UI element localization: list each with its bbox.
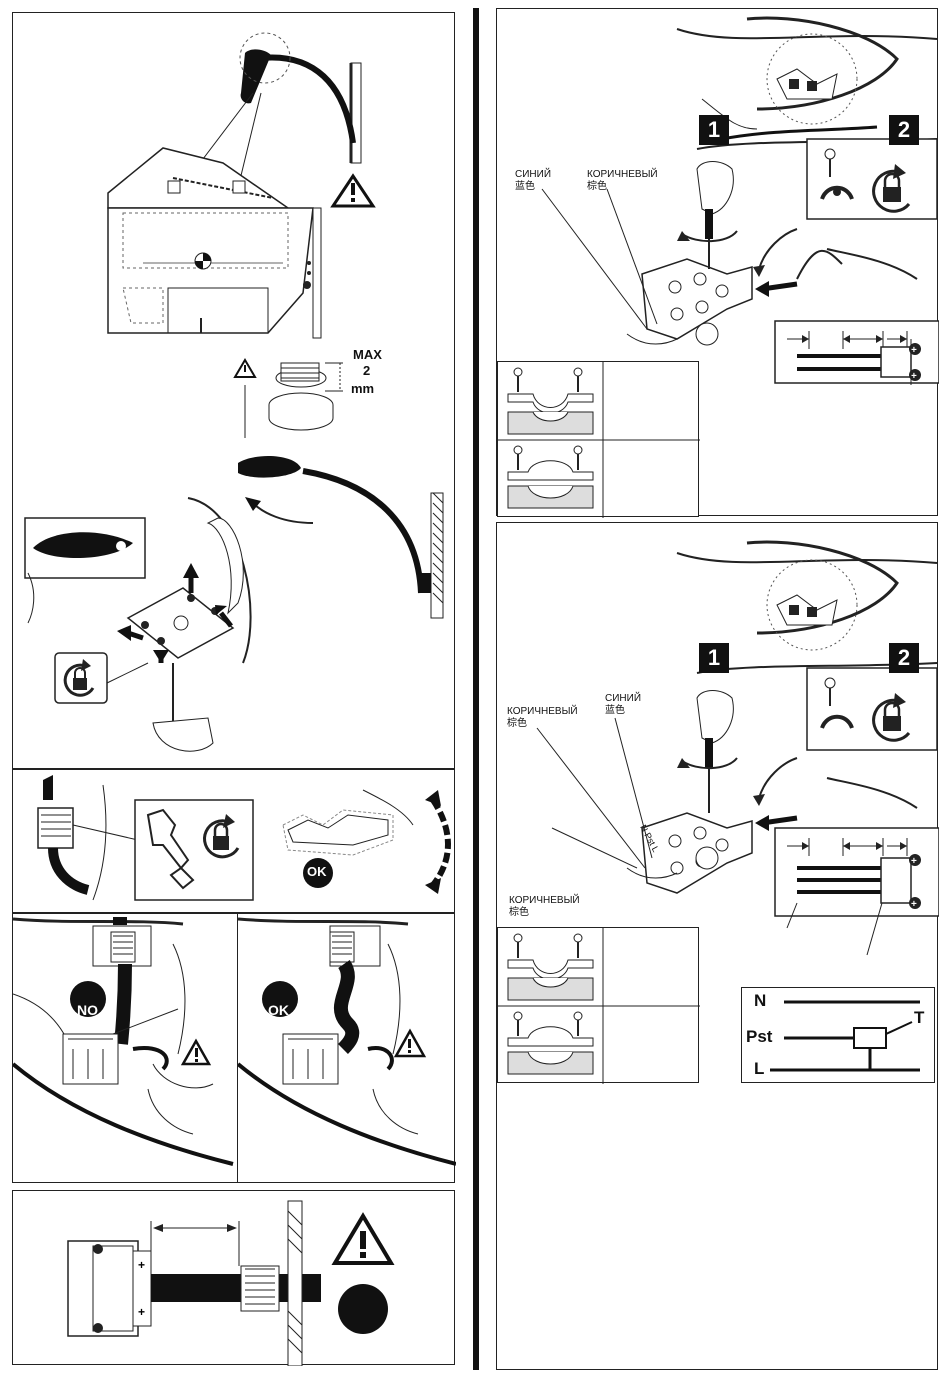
blue-label-cn: 蓝色 bbox=[515, 181, 535, 192]
lock-rotate-icon bbox=[55, 653, 107, 703]
brown-label-2-ru: КОРИЧНЕВЫЙ bbox=[509, 895, 580, 906]
clamp-table-top bbox=[497, 361, 699, 517]
ok-badge-text-2: OK bbox=[268, 1005, 289, 1016]
warning-triangle-icon bbox=[235, 360, 255, 377]
cable-strip-illustration: + + bbox=[13, 1191, 456, 1366]
panel-ok: OK bbox=[237, 913, 455, 1183]
panel-cable-gland: OK bbox=[12, 769, 455, 913]
svg-text:+: + bbox=[911, 345, 917, 356]
max-value: 2 bbox=[363, 365, 370, 376]
circuit-l: L bbox=[754, 1059, 764, 1079]
ok-badge-text: OK bbox=[307, 866, 327, 877]
max-label: MAX bbox=[353, 349, 382, 360]
no-cable-routing-illustration bbox=[13, 914, 239, 1184]
cable-gland-illustration bbox=[13, 770, 456, 914]
blue-label-ru: СИНИЙ bbox=[515, 169, 551, 180]
warning-triangle-icon bbox=[335, 1216, 391, 1263]
brown-label-ru: КОРИЧНЕВЫЙ bbox=[587, 169, 658, 180]
clamp-table-bottom bbox=[497, 927, 699, 1083]
clamp-diagrams-2 bbox=[498, 928, 700, 1084]
clamp-diagrams bbox=[498, 362, 700, 518]
svg-text:+: + bbox=[138, 1305, 145, 1319]
svg-text:+: + bbox=[138, 1258, 145, 1272]
panel-no: NO bbox=[12, 913, 238, 1183]
ok-cable-routing-illustration bbox=[238, 914, 456, 1184]
warning-triangle-icon bbox=[183, 1041, 209, 1064]
panel-cable-strip: + + bbox=[12, 1190, 455, 1365]
brown-label-2-cn: 棕色 bbox=[509, 907, 529, 918]
brown-label-ru: КОРИЧНЕВЫЙ bbox=[507, 706, 578, 717]
brown-label-cn: 棕色 bbox=[507, 718, 527, 729]
panel-wiring-bottom: + + 1 2 КОРИЧНЕВЫЙ 棕色 СИНИЙ 蓝色 КОРИЧНЕВЫ… bbox=[496, 522, 938, 1370]
panel-wiring-top: + + 1 2 СИНИЙ 蓝色 КОРИЧНЕВЫЙ 棕色 bbox=[496, 8, 938, 516]
step-2-badge-2: 2 bbox=[889, 643, 919, 673]
step-1-badge-2: 1 bbox=[699, 643, 729, 673]
svg-text:+: + bbox=[911, 899, 917, 910]
brown-label-cn: 棕色 bbox=[587, 181, 607, 192]
step-2-badge: 2 bbox=[889, 115, 919, 145]
warning-triangle-icon bbox=[333, 176, 373, 206]
step-1-badge: 1 bbox=[699, 115, 729, 145]
svg-text:+: + bbox=[911, 856, 917, 867]
circuit-n: N bbox=[754, 991, 766, 1011]
circuit-pst: Pst bbox=[746, 1027, 772, 1047]
circuit-t: T bbox=[914, 1008, 924, 1028]
no-badge-text: NO bbox=[77, 1005, 98, 1016]
warning-triangle-icon bbox=[396, 1031, 424, 1056]
circuit-legend: N Pst L T bbox=[741, 987, 935, 1083]
panel-head-mounting: MAX 2 mm bbox=[12, 12, 455, 769]
head-mounting-illustration bbox=[13, 13, 456, 770]
blue-label-cn: 蓝色 bbox=[605, 705, 625, 716]
blue-label-ru: СИНИЙ bbox=[605, 693, 641, 704]
max-unit: mm bbox=[351, 383, 374, 394]
screw-icon bbox=[514, 368, 582, 392]
svg-text:+: + bbox=[911, 371, 917, 382]
